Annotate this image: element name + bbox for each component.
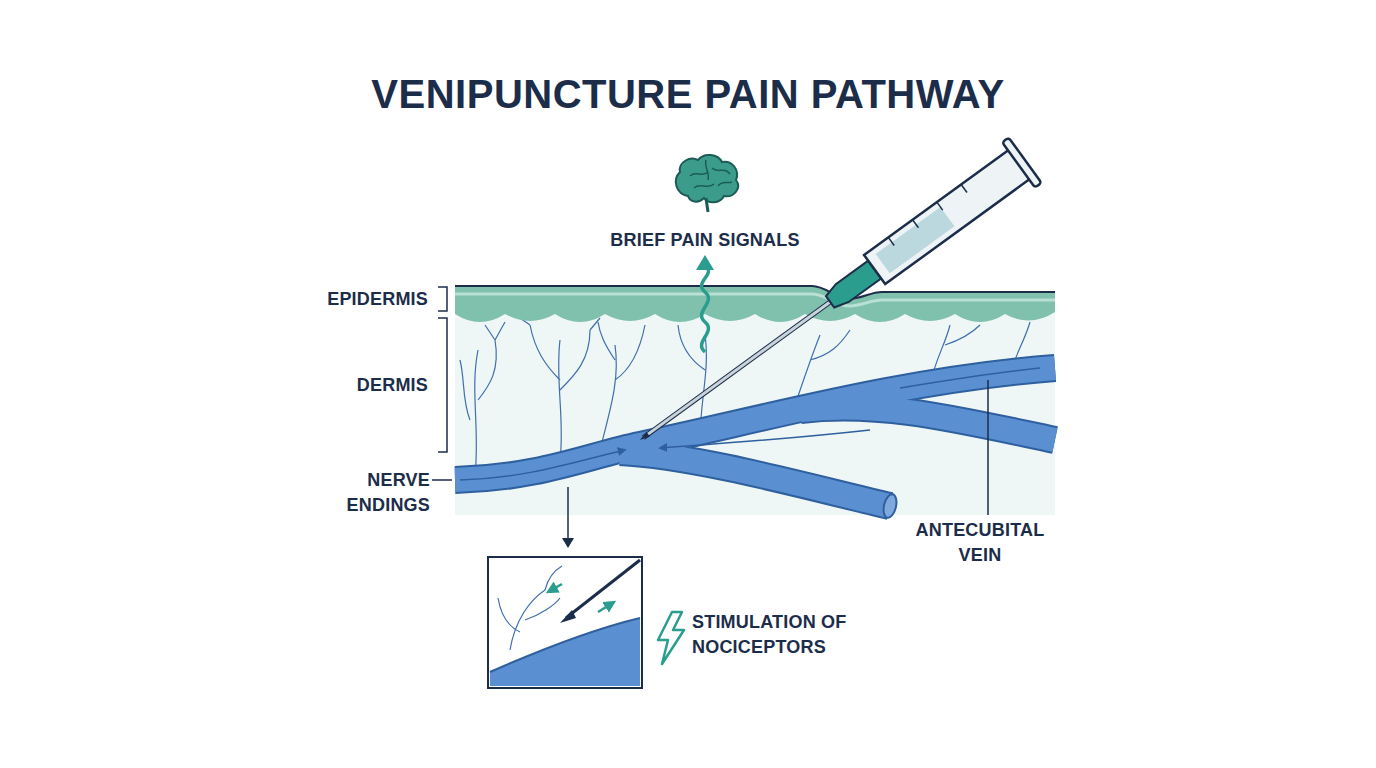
layer-label: EPIDERMIS bbox=[260, 287, 428, 312]
nerve-branches bbox=[460, 318, 1030, 475]
inset-pointer-head bbox=[562, 538, 574, 548]
part-label: NERVE ENDINGS bbox=[330, 468, 430, 518]
inset-pointer bbox=[567, 487, 569, 540]
epidermis-highlight bbox=[455, 294, 1055, 306]
blood-flow-arrows bbox=[460, 368, 1040, 480]
antecubital-vein-shape bbox=[455, 368, 1055, 506]
syringe bbox=[624, 138, 1042, 463]
epidermis-layer bbox=[455, 286, 1055, 322]
layer-brackets bbox=[432, 287, 988, 515]
diagram-title: VENIPUNCTURE PAIN PATHWAY bbox=[188, 70, 1188, 118]
inset-zoom bbox=[488, 557, 642, 688]
skin-surface bbox=[455, 286, 1055, 299]
brain-icon bbox=[676, 155, 738, 212]
lightning-icon bbox=[658, 612, 684, 664]
dermis-layer bbox=[455, 300, 1055, 515]
part-label: ANTECUBITAL VEIN bbox=[905, 518, 1055, 568]
signal-label: BRIEF PAIN SIGNALS bbox=[555, 228, 855, 253]
layer-label: DERMIS bbox=[260, 373, 428, 398]
pain-signal-head bbox=[696, 255, 714, 270]
note-label: STIMULATION OF NOCICEPTORS bbox=[692, 610, 882, 660]
vein-end bbox=[881, 493, 898, 519]
pain-signal-wave bbox=[702, 266, 709, 352]
